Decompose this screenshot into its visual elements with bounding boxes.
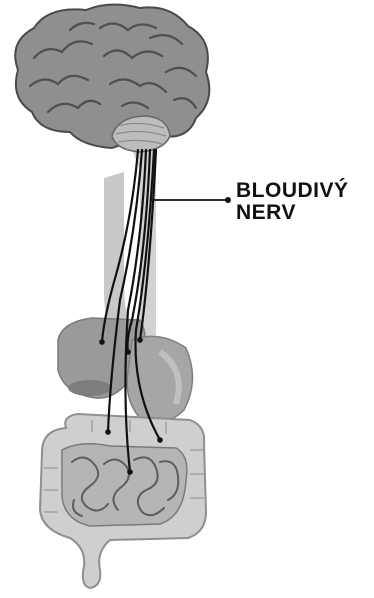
label-leader (150, 197, 231, 203)
label-line-2: NERV (236, 202, 349, 224)
brain (15, 4, 209, 152)
vagus-nerve-label: BLOUDIVÝ NERV (236, 180, 349, 224)
label-line-1: BLOUDIVÝ (236, 180, 349, 202)
stomach (127, 336, 192, 422)
